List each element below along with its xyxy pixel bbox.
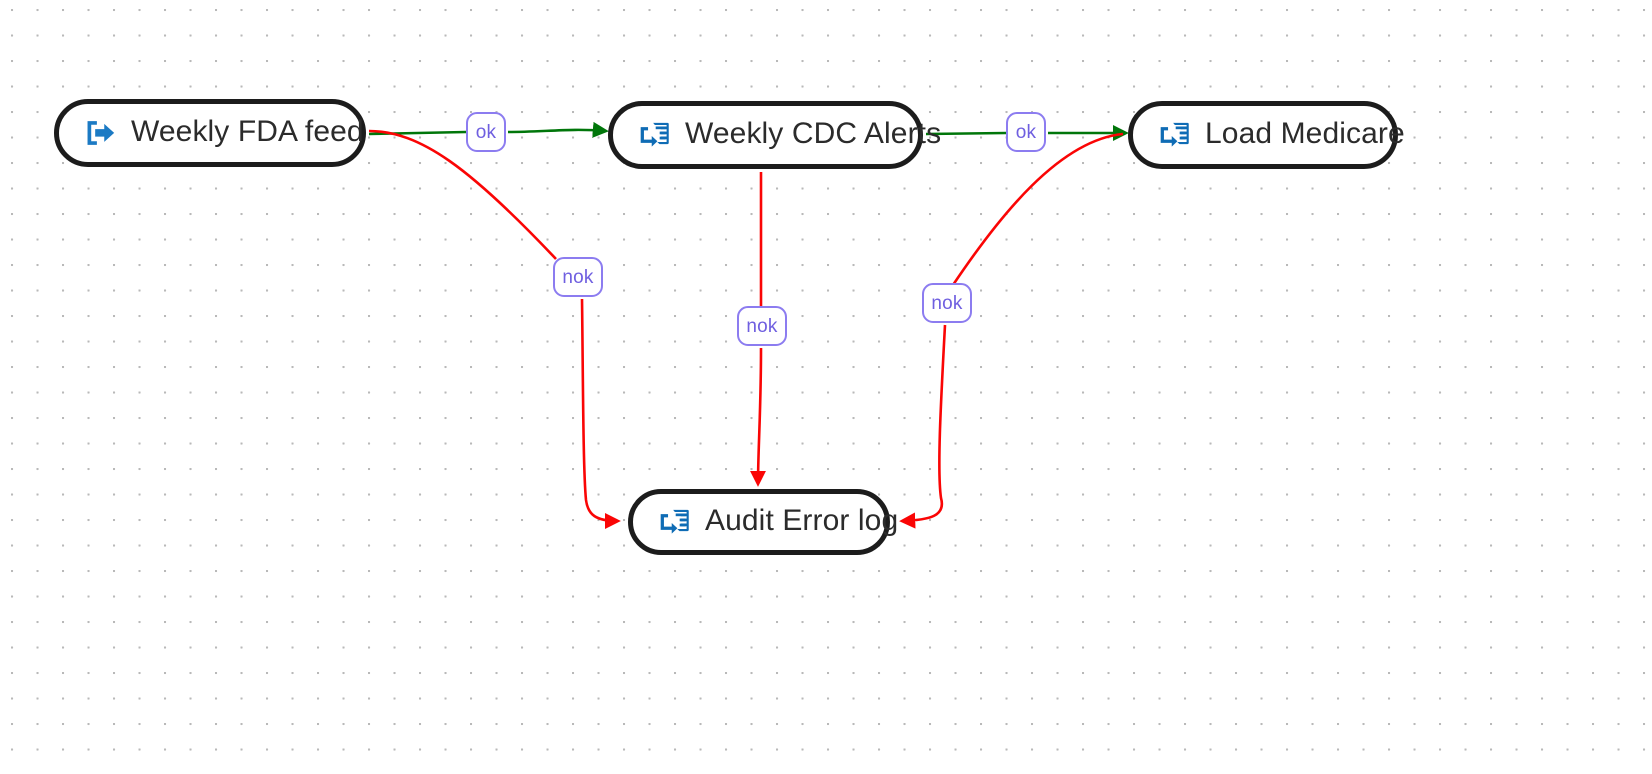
node-weekly-cdc-alerts[interactable]: Weekly CDC Alerts: [608, 101, 941, 169]
edge-label-nok-medicare-to-audit[interactable]: nok: [922, 283, 972, 323]
node-label: Load Medicare: [1205, 117, 1405, 150]
edge-fda-to-audit-tail[interactable]: [580, 298, 621, 530]
edge-label-nok-fda-to-audit[interactable]: nok: [553, 257, 603, 297]
edge-label-nok-cdc-to-audit[interactable]: nok: [737, 306, 787, 346]
edge-cdc-to-audit-tail[interactable]: [749, 347, 767, 487]
node-label: Weekly CDC Alerts: [685, 117, 942, 150]
start-export-icon: [87, 121, 115, 145]
node-load-medicare[interactable]: Load Medicare: [1128, 101, 1405, 169]
node-audit-error-log[interactable]: Audit Error log: [628, 489, 898, 555]
edge-label-ok-cdc-to-medicare[interactable]: ok: [1006, 112, 1046, 152]
edge-medicare-to-audit[interactable]: [951, 132, 1124, 286]
edge-fda-to-cdc[interactable]: [368, 130, 467, 136]
task-import-icon: [640, 122, 669, 147]
node-label: Weekly FDA feed: [131, 115, 364, 148]
edge-label-ok-fda-to-cdc[interactable]: ok: [466, 112, 506, 152]
task-import-icon: [1160, 122, 1189, 147]
edge-fda-to-cdc-tail[interactable]: [507, 121, 609, 138]
task-import-icon: [660, 509, 689, 534]
edge-medicare-to-audit-tail[interactable]: [899, 324, 947, 529]
edge-fda-to-audit[interactable]: [368, 129, 557, 260]
node-label: Audit Error log: [705, 504, 899, 537]
node-weekly-fda-feed[interactable]: Weekly FDA feed: [54, 99, 366, 167]
